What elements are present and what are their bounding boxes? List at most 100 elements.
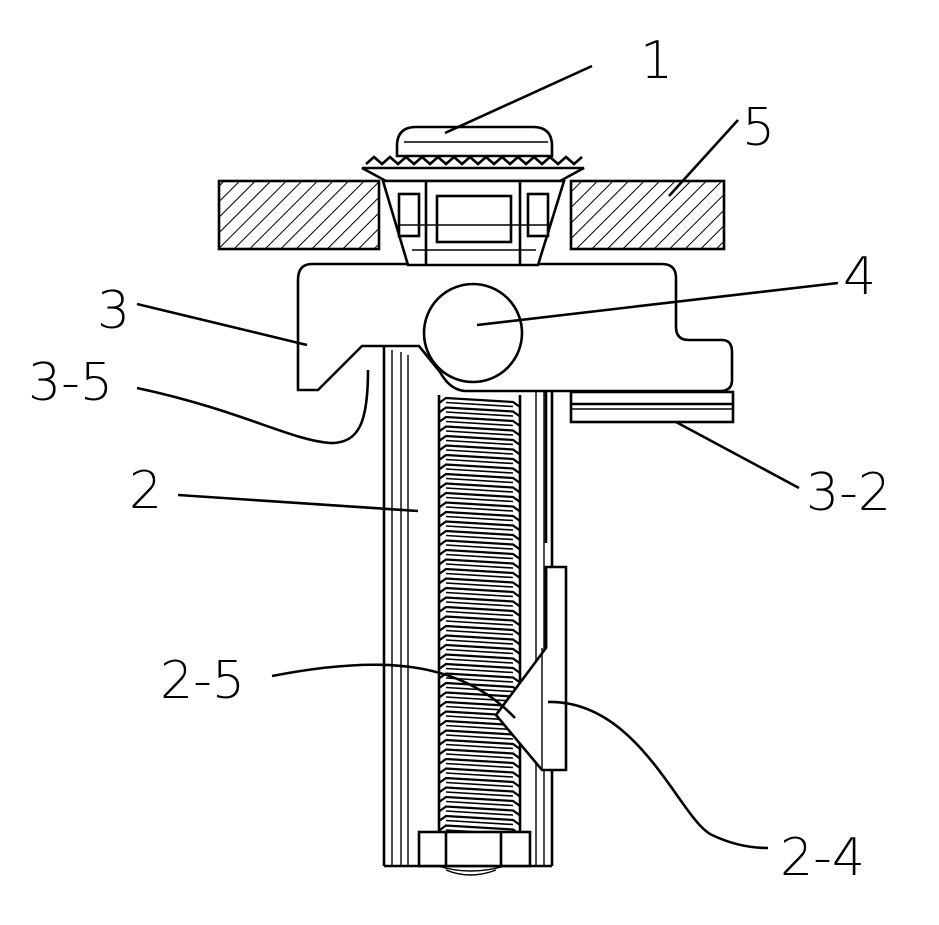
- leader-2: [177, 493, 419, 513]
- thread-line: [445, 401, 514, 408]
- thread-line: [445, 667, 514, 674]
- label-3-5: 3-5: [28, 353, 113, 413]
- thread-line: [438, 558, 521, 570]
- thread-line: [438, 634, 521, 646]
- thread-line: [438, 472, 521, 484]
- thread-line: [438, 482, 521, 494]
- leader-1: [444, 64, 593, 135]
- leader-3-2: [675, 420, 800, 490]
- thread-line: [438, 738, 521, 750]
- thread-line: [445, 496, 514, 503]
- thread-line: [445, 515, 514, 522]
- thread-line: [445, 439, 514, 446]
- thread-line: [445, 506, 514, 512]
- thread-line: [438, 539, 521, 551]
- thread-line: [445, 544, 514, 550]
- label-2: 2: [129, 461, 162, 521]
- leader-4: [476, 281, 839, 327]
- label-2-4: 2-4: [780, 828, 865, 888]
- leader-5: [668, 119, 739, 197]
- pin-4: [422, 282, 524, 384]
- thread-line: [438, 520, 521, 532]
- thread-line: [445, 762, 514, 769]
- thread-line: [445, 449, 514, 455]
- thread-line: [438, 415, 521, 427]
- leader-2-5: [271, 663, 516, 719]
- thread-line: [445, 601, 514, 607]
- thread-line: [438, 786, 521, 798]
- thread-line: [445, 477, 514, 484]
- leader-lines: [136, 64, 839, 850]
- screw-head-1: [361, 125, 585, 267]
- thread-line: [445, 610, 514, 617]
- thread-line: [445, 620, 514, 626]
- thread-line: [438, 425, 521, 437]
- label-4: 4: [843, 247, 876, 307]
- thread-line: [438, 748, 521, 760]
- thread-line: [445, 430, 514, 436]
- thread-line: [445, 648, 514, 655]
- thread-line: [445, 753, 514, 759]
- thread-line: [445, 487, 514, 493]
- thread-line: [438, 453, 521, 465]
- thread-line: [445, 553, 514, 560]
- plate-3-2: [569, 390, 735, 424]
- thread-line: [445, 791, 514, 797]
- thread-line: [438, 396, 521, 408]
- thread-line: [438, 596, 521, 608]
- thread-line: [438, 662, 521, 674]
- callout-labels: 1 5 4 3 3-5 3-2 2 2-5 2-4: [28, 31, 891, 888]
- rod-threads: [438, 396, 521, 836]
- thread-line: [438, 586, 521, 598]
- thread-line: [438, 444, 521, 456]
- thread-line: [438, 767, 521, 779]
- thread-line: [445, 810, 514, 816]
- thread-line: [438, 795, 521, 807]
- thread-line: [445, 639, 514, 645]
- thread-line: [445, 572, 514, 579]
- thread-line: [438, 805, 521, 817]
- thread-line: [445, 468, 514, 474]
- thread-line: [445, 724, 514, 731]
- thread-line: [445, 800, 514, 807]
- label-3-2: 3-2: [806, 463, 891, 523]
- thread-line: [445, 458, 514, 465]
- thread-line: [438, 757, 521, 769]
- thread-line: [445, 772, 514, 778]
- leader-3-5: [136, 369, 370, 445]
- thread-line: [445, 629, 514, 636]
- leader-2-4: [547, 700, 769, 850]
- thread-line: [445, 658, 514, 664]
- leader-3: [136, 302, 308, 347]
- serrated-washer: [365, 155, 583, 166]
- thread-line: [438, 567, 521, 579]
- thread-line: [438, 776, 521, 788]
- thread-line: [438, 814, 521, 826]
- plate-section: [217, 179, 726, 251]
- thread-line: [445, 734, 514, 740]
- thread-line: [445, 781, 514, 788]
- thread-line: [438, 605, 521, 617]
- thread-line: [438, 406, 521, 418]
- label-3: 3: [97, 281, 130, 341]
- thread-line: [445, 819, 514, 826]
- thread-line: [438, 577, 521, 589]
- thread-line: [438, 434, 521, 446]
- thread-line: [438, 501, 521, 513]
- thread-line: [438, 463, 521, 475]
- thread-line: [438, 491, 521, 503]
- label-2-5: 2-5: [160, 651, 245, 711]
- wedge-2-4: [494, 392, 568, 772]
- thread-line: [438, 510, 521, 522]
- thread-line: [438, 548, 521, 560]
- thread-line: [445, 411, 514, 417]
- thread-line: [445, 525, 514, 531]
- bottom-nut: [417, 830, 532, 876]
- threaded-rod: [437, 395, 522, 836]
- thread-line: [445, 591, 514, 598]
- thread-line: [438, 653, 521, 665]
- label-1: 1: [640, 31, 673, 91]
- thread-line: [445, 420, 514, 427]
- thread-line: [445, 696, 514, 702]
